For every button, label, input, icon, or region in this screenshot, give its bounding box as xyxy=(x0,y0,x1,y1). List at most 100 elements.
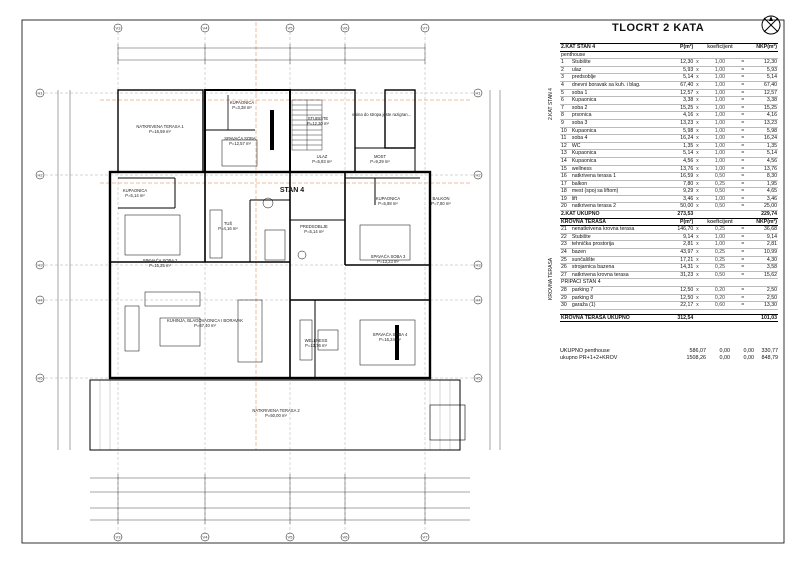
axis-label: H2 xyxy=(475,173,481,178)
room-name: SPAVAĆA SOBA xyxy=(224,136,256,141)
axis-bubbles-top xyxy=(113,23,430,33)
axis-label: V7 xyxy=(423,535,429,540)
table-side-label-2: KROVNA TERASA xyxy=(548,257,554,300)
axis-label: V3 xyxy=(116,26,122,31)
axis-label: V7 xyxy=(423,26,429,31)
axis-label: H1 xyxy=(37,91,43,96)
room-area: P=67,40 m² xyxy=(194,323,216,328)
terrace-steps xyxy=(429,404,466,441)
axis-label: H4 xyxy=(37,298,43,303)
axis-label: V5 xyxy=(288,535,294,540)
stairs xyxy=(291,99,323,151)
room-area: P=13,23 m² xyxy=(377,259,399,264)
axis-label: H2 xyxy=(37,173,43,178)
furniture-dark xyxy=(270,110,399,360)
axis-label: V3 xyxy=(116,535,122,540)
room-name: KUPAONICA xyxy=(230,100,255,105)
axis-label: H5 xyxy=(37,376,43,381)
room-area: P=5,14 m² xyxy=(125,193,145,198)
room-area: P=50,00 m² xyxy=(265,413,287,418)
dimension-lines xyxy=(57,47,501,521)
room-name: ULAZ xyxy=(317,154,328,159)
axis-grid xyxy=(40,32,475,540)
table-side-label: 2.KAT STAN 4 xyxy=(548,88,554,120)
room-area: P=5,93 m² xyxy=(312,159,332,164)
room-name: TUŠ xyxy=(224,221,233,226)
room-area: P=9,29 m² xyxy=(370,159,390,164)
axis-label: H3 xyxy=(475,263,481,268)
room-name: KUPAONICA xyxy=(123,188,148,193)
axis-bubbles-left xyxy=(35,88,45,383)
axis-label: H4 xyxy=(475,298,481,303)
dimension-ticks xyxy=(117,44,426,524)
sheet-border xyxy=(21,19,785,544)
furniture xyxy=(124,139,416,366)
axis-bubbles-bottom xyxy=(113,532,430,542)
room-name: KUHINJA, BLAGOVAONICA I BORAVAK xyxy=(167,318,243,323)
room-area: P=15,25 m² xyxy=(149,263,171,268)
room-name: NATKRIVENA TERASA 1 xyxy=(136,124,184,129)
room-area: P=4,16 m² xyxy=(218,226,238,231)
axis-label: V6 xyxy=(343,535,349,540)
sheet-title: TLOCRT 2 KATA xyxy=(612,22,705,34)
room-name: SPAVAĆA SOBA 3 xyxy=(371,254,406,259)
room-name: MOST xyxy=(374,154,387,159)
room-area: P=5,14 m² xyxy=(304,229,324,234)
walls xyxy=(108,89,432,380)
room-area: P=3,38 m² xyxy=(232,105,252,110)
axis-label: H3 xyxy=(37,263,43,268)
axis-label: H1 xyxy=(475,91,481,96)
room-name: WELLNESS xyxy=(305,338,328,343)
axis-label: V5 xyxy=(288,26,294,31)
axis-label: V4 xyxy=(203,26,209,31)
stan-label: STAN 4 xyxy=(280,187,304,194)
north-arrow-icon xyxy=(761,15,781,35)
axis-label: V6 xyxy=(343,26,349,31)
room-name: SPAVAĆA SOBA 4 xyxy=(373,332,408,337)
room-name: PREDSOBLJE xyxy=(300,224,328,229)
room-area: P=16,59 m² xyxy=(149,129,171,134)
room-area: P=16,24 m² xyxy=(379,337,401,342)
room-name: STUBIŠTE xyxy=(308,116,329,121)
room-area: P=13,76 m² xyxy=(305,343,327,348)
room-name: BALKON xyxy=(433,196,450,201)
room-area: P=7,80 m² xyxy=(431,201,451,206)
room-area: P=12,30 m² xyxy=(307,121,329,126)
plan-note: visina do stropa jeste razigran... xyxy=(352,112,411,117)
room-area: P=12,57 m² xyxy=(229,141,251,146)
